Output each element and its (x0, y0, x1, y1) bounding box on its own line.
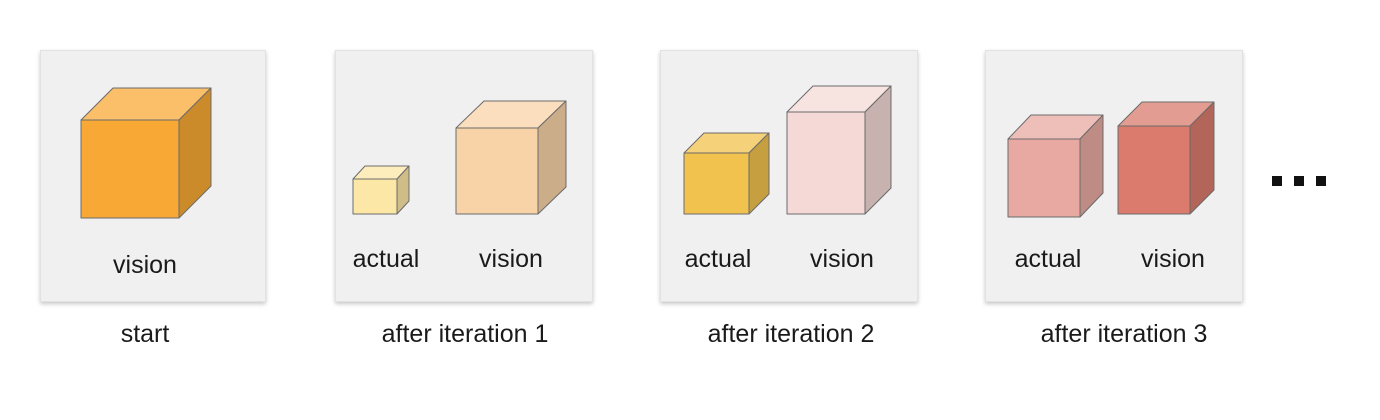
cube-label-vision: vision (810, 245, 874, 273)
cube-front-face (1007, 138, 1081, 218)
cube-front-face (1117, 125, 1191, 215)
cube-label-actual: actual (684, 245, 752, 273)
actual-cube (352, 165, 410, 215)
cube-group (80, 87, 212, 219)
dot-icon (1272, 176, 1282, 186)
cube-side-face (1079, 114, 1104, 218)
actual-cube (1007, 114, 1104, 218)
cube-front-face (80, 119, 180, 219)
cube-side-face (537, 100, 567, 215)
panel-iteration-1: actual vision (335, 50, 593, 302)
cube-front-face (352, 178, 398, 215)
cube-side-face (396, 165, 410, 215)
cube-label-actual: actual (1014, 245, 1082, 273)
cube-group (352, 100, 567, 215)
dot-icon (1294, 176, 1304, 186)
cube-front-face (786, 111, 866, 215)
vision-cube (455, 100, 567, 215)
cube-front-face (683, 152, 750, 215)
actual-cube (683, 132, 770, 215)
cube-label-vision: vision (479, 245, 543, 273)
panel-iteration-3: actual vision (985, 50, 1243, 302)
panel-start: vision (40, 50, 266, 302)
cube-label-actual: actual (352, 245, 420, 273)
caption-iteration-1: after iteration 1 (381, 320, 549, 348)
more-indicator (1272, 176, 1326, 190)
vision-cube (1117, 101, 1215, 215)
panel-iteration-2: actual vision (660, 50, 918, 302)
vision-cube (786, 85, 892, 215)
cube-label-vision: vision (1141, 245, 1205, 273)
caption-iteration-3: after iteration 3 (1040, 320, 1208, 348)
vision-cube (80, 87, 212, 219)
cube-front-face (455, 127, 539, 215)
caption-iteration-2: after iteration 2 (707, 320, 875, 348)
cube-side-face (1189, 101, 1215, 215)
cube-label-vision: vision (113, 251, 177, 279)
dot-icon (1316, 176, 1326, 186)
cube-side-face (178, 87, 212, 219)
cube-side-face (748, 132, 770, 215)
cube-group (1007, 101, 1215, 218)
caption-start: start (120, 320, 170, 348)
cube-side-face (864, 85, 892, 215)
cube-group (683, 85, 892, 215)
